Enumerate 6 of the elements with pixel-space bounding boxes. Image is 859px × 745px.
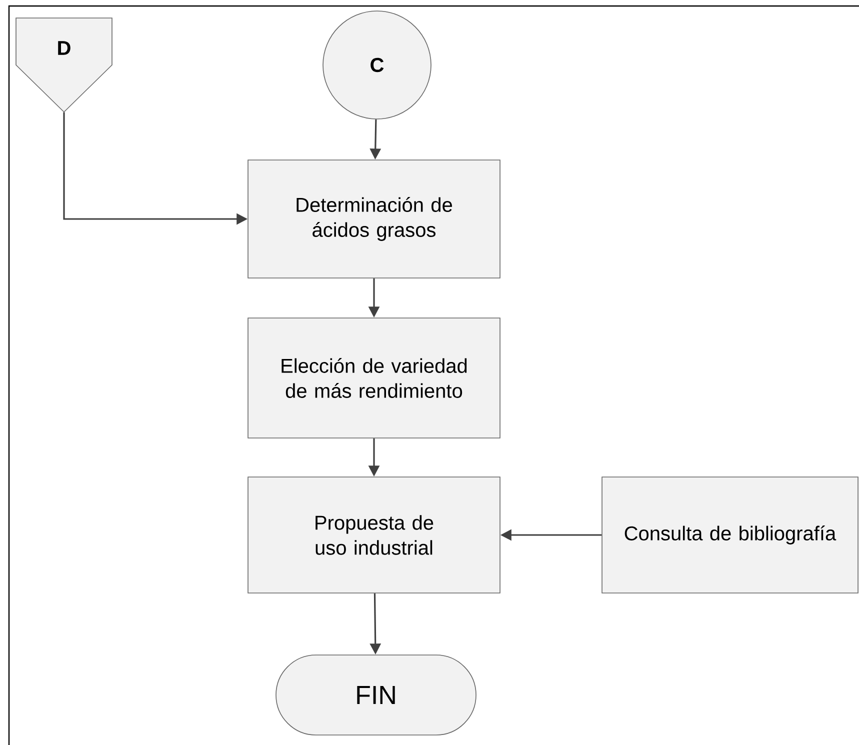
terminator: FIN [276,654,476,736]
off-page-connector: D [16,18,112,113]
process-box: Determinación de ácidos grasos [248,160,500,278]
process-box: Elección de variedad de más rendimiento [248,318,500,438]
process-box: Propuesta de uso industrial [248,476,500,594]
process-box: Consulta de bibliografía [602,476,858,594]
